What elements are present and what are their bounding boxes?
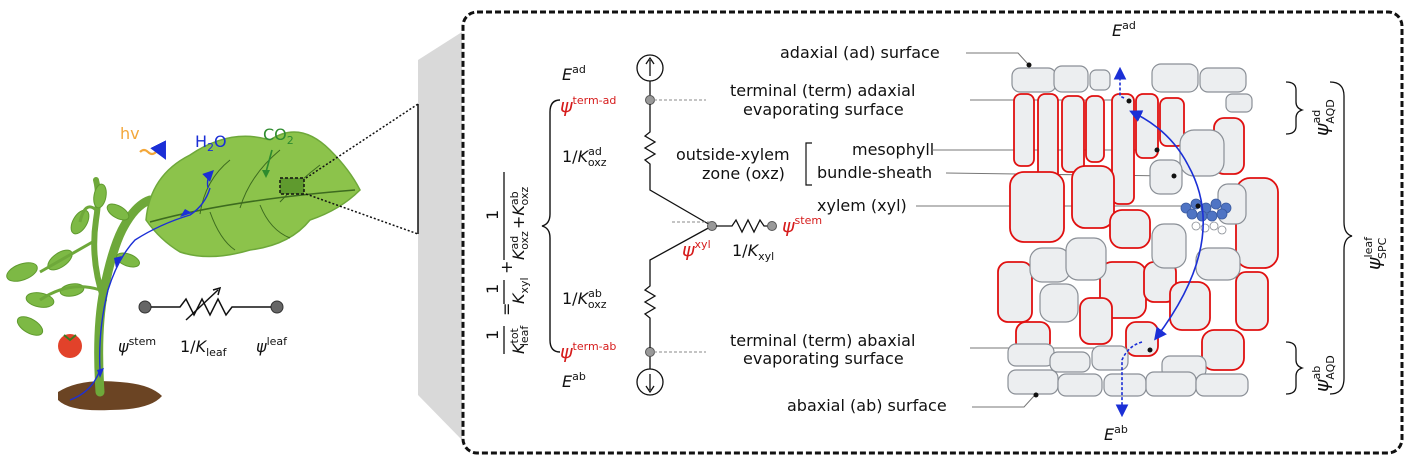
psi-stem-label: ψstem	[118, 335, 156, 356]
inset-box	[279, 177, 305, 195]
water-flow-arrows	[1113, 66, 1204, 418]
svg-text:+: +	[497, 261, 516, 274]
outside-xylem-label-1: outside-xylem	[676, 145, 790, 164]
psi-spc-leaf-label: ψleafSPC	[1362, 236, 1389, 270]
leaf-resistor	[138, 286, 284, 321]
e-ad-label: Ead	[562, 63, 586, 84]
plant-illustration	[6, 131, 361, 411]
svg-text:1: 1	[483, 330, 502, 340]
equation-brace	[541, 99, 561, 353]
spc-brace	[1329, 81, 1353, 395]
oxz-bracket	[805, 142, 812, 186]
k-leaf-label: 1/Kleaf	[180, 337, 228, 359]
mesophyll-label: mesophyll	[852, 140, 934, 159]
aqd-ad-brace	[1285, 81, 1305, 135]
terminal-abaxial-label-2: evaporating surface	[743, 349, 904, 368]
svg-text:ψleafSPC: ψleafSPC	[1362, 236, 1389, 270]
detail-panel	[461, 10, 1404, 455]
svg-text:ψadAQD: ψadAQD	[1310, 99, 1337, 136]
e-ab-label: Eab	[562, 370, 586, 391]
xylem-label: xylem (xyl)	[817, 196, 907, 215]
abaxial-surface-label: abaxial (ab) surface	[787, 396, 947, 415]
circuit	[636, 54, 777, 396]
svg-text:Kxyl: Kxyl	[509, 277, 531, 304]
svg-text:1: 1	[483, 210, 502, 220]
psi-term-ad-label: ψterm-ad	[560, 94, 616, 117]
soil-icon	[58, 381, 162, 411]
co2-label: CO2	[263, 125, 294, 147]
psi-xyl-label: ψxyl	[682, 238, 711, 261]
psi-aqd-ad-label: ψadAQD	[1310, 99, 1337, 136]
psi-stem-circuit-label: ψstem	[782, 214, 822, 237]
bundle-sheath-label: bundle-sheath	[817, 163, 932, 182]
psi-term-ab-label: ψterm-ab	[560, 340, 616, 363]
svg-text:Kadoxz+Kaboxz: Kadoxz+Kaboxz	[508, 187, 531, 260]
tomato-icon	[58, 334, 82, 358]
k-xyl-label: 1/Kxyl	[732, 241, 774, 263]
light-squiggle-icon	[139, 140, 166, 160]
terminal-abaxial-label-1: terminal (term) abaxial	[730, 331, 915, 350]
svg-text:1: 1	[483, 284, 502, 294]
terminal-adaxial-label-1: terminal (term) adaxial	[730, 81, 915, 100]
leaf-icon	[145, 131, 361, 258]
psi-leaf-label: ψleaf	[256, 335, 288, 356]
section-markers	[1026, 62, 1201, 398]
adaxial-surface-label: adaxial (ad) surface	[780, 43, 940, 62]
outside-xylem-label-2: zone (oxz)	[702, 164, 785, 183]
light-label: hv	[120, 124, 140, 143]
svg-text:Ktotleaf: Ktotleaf	[508, 325, 531, 354]
terminal-adaxial-label-2: evaporating surface	[743, 100, 904, 119]
e-ad-flux-label: Ead	[1112, 19, 1136, 40]
water-label: H2O	[195, 132, 227, 154]
psi-aqd-ab-label: ψabAQD	[1310, 355, 1337, 392]
leaf-cross-section	[997, 63, 1279, 397]
zoom-funnel	[305, 32, 462, 440]
svg-text:=: =	[497, 303, 516, 316]
stem-icon	[94, 195, 155, 397]
e-ab-flux-label: Eab	[1104, 423, 1128, 444]
svg-text:ψabAQD: ψabAQD	[1310, 355, 1337, 392]
conductance-equation: 1 Ktotleaf = 1 Kxyl + 1 Kadoxz+Kaboxz	[483, 172, 531, 354]
aqd-ab-brace	[1285, 341, 1305, 395]
